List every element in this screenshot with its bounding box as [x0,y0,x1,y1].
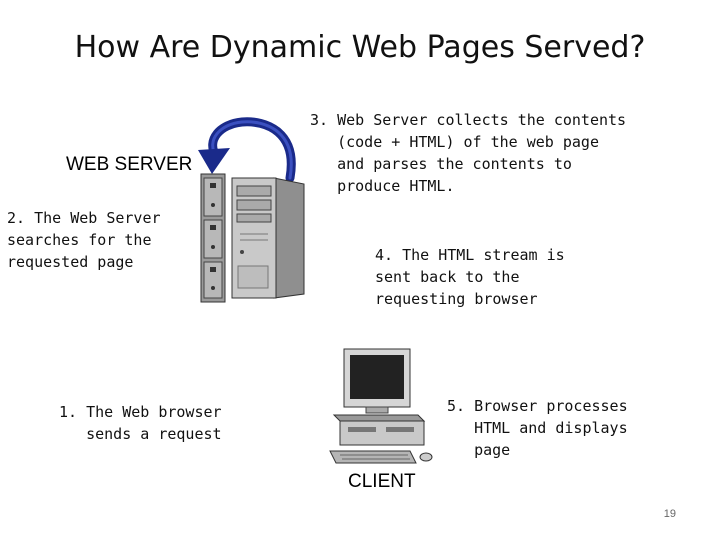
step-4-text: 4. The HTML stream is sent back to the r… [375,246,565,308]
step-1-text: 1. The Web browser sends a request [59,403,222,443]
slide-title: How Are Dynamic Web Pages Served? [74,30,646,65]
web-server-label: WEB SERVER [66,154,193,175]
step-3-text: 3. Web Server collects the contents (cod… [310,111,627,195]
desktop-computer-icon [329,348,433,464]
server-tower-icon [231,177,305,299]
client-label: CLIENT [348,471,416,492]
page-number: 19 [663,508,676,520]
step-5-text: 5. Browser processes HTML and displays p… [447,397,628,459]
step-2-text: 2. The Web Server searches for the reque… [7,209,161,271]
server-rack-icon [200,173,226,303]
curved-arrow-icon [198,117,296,182]
